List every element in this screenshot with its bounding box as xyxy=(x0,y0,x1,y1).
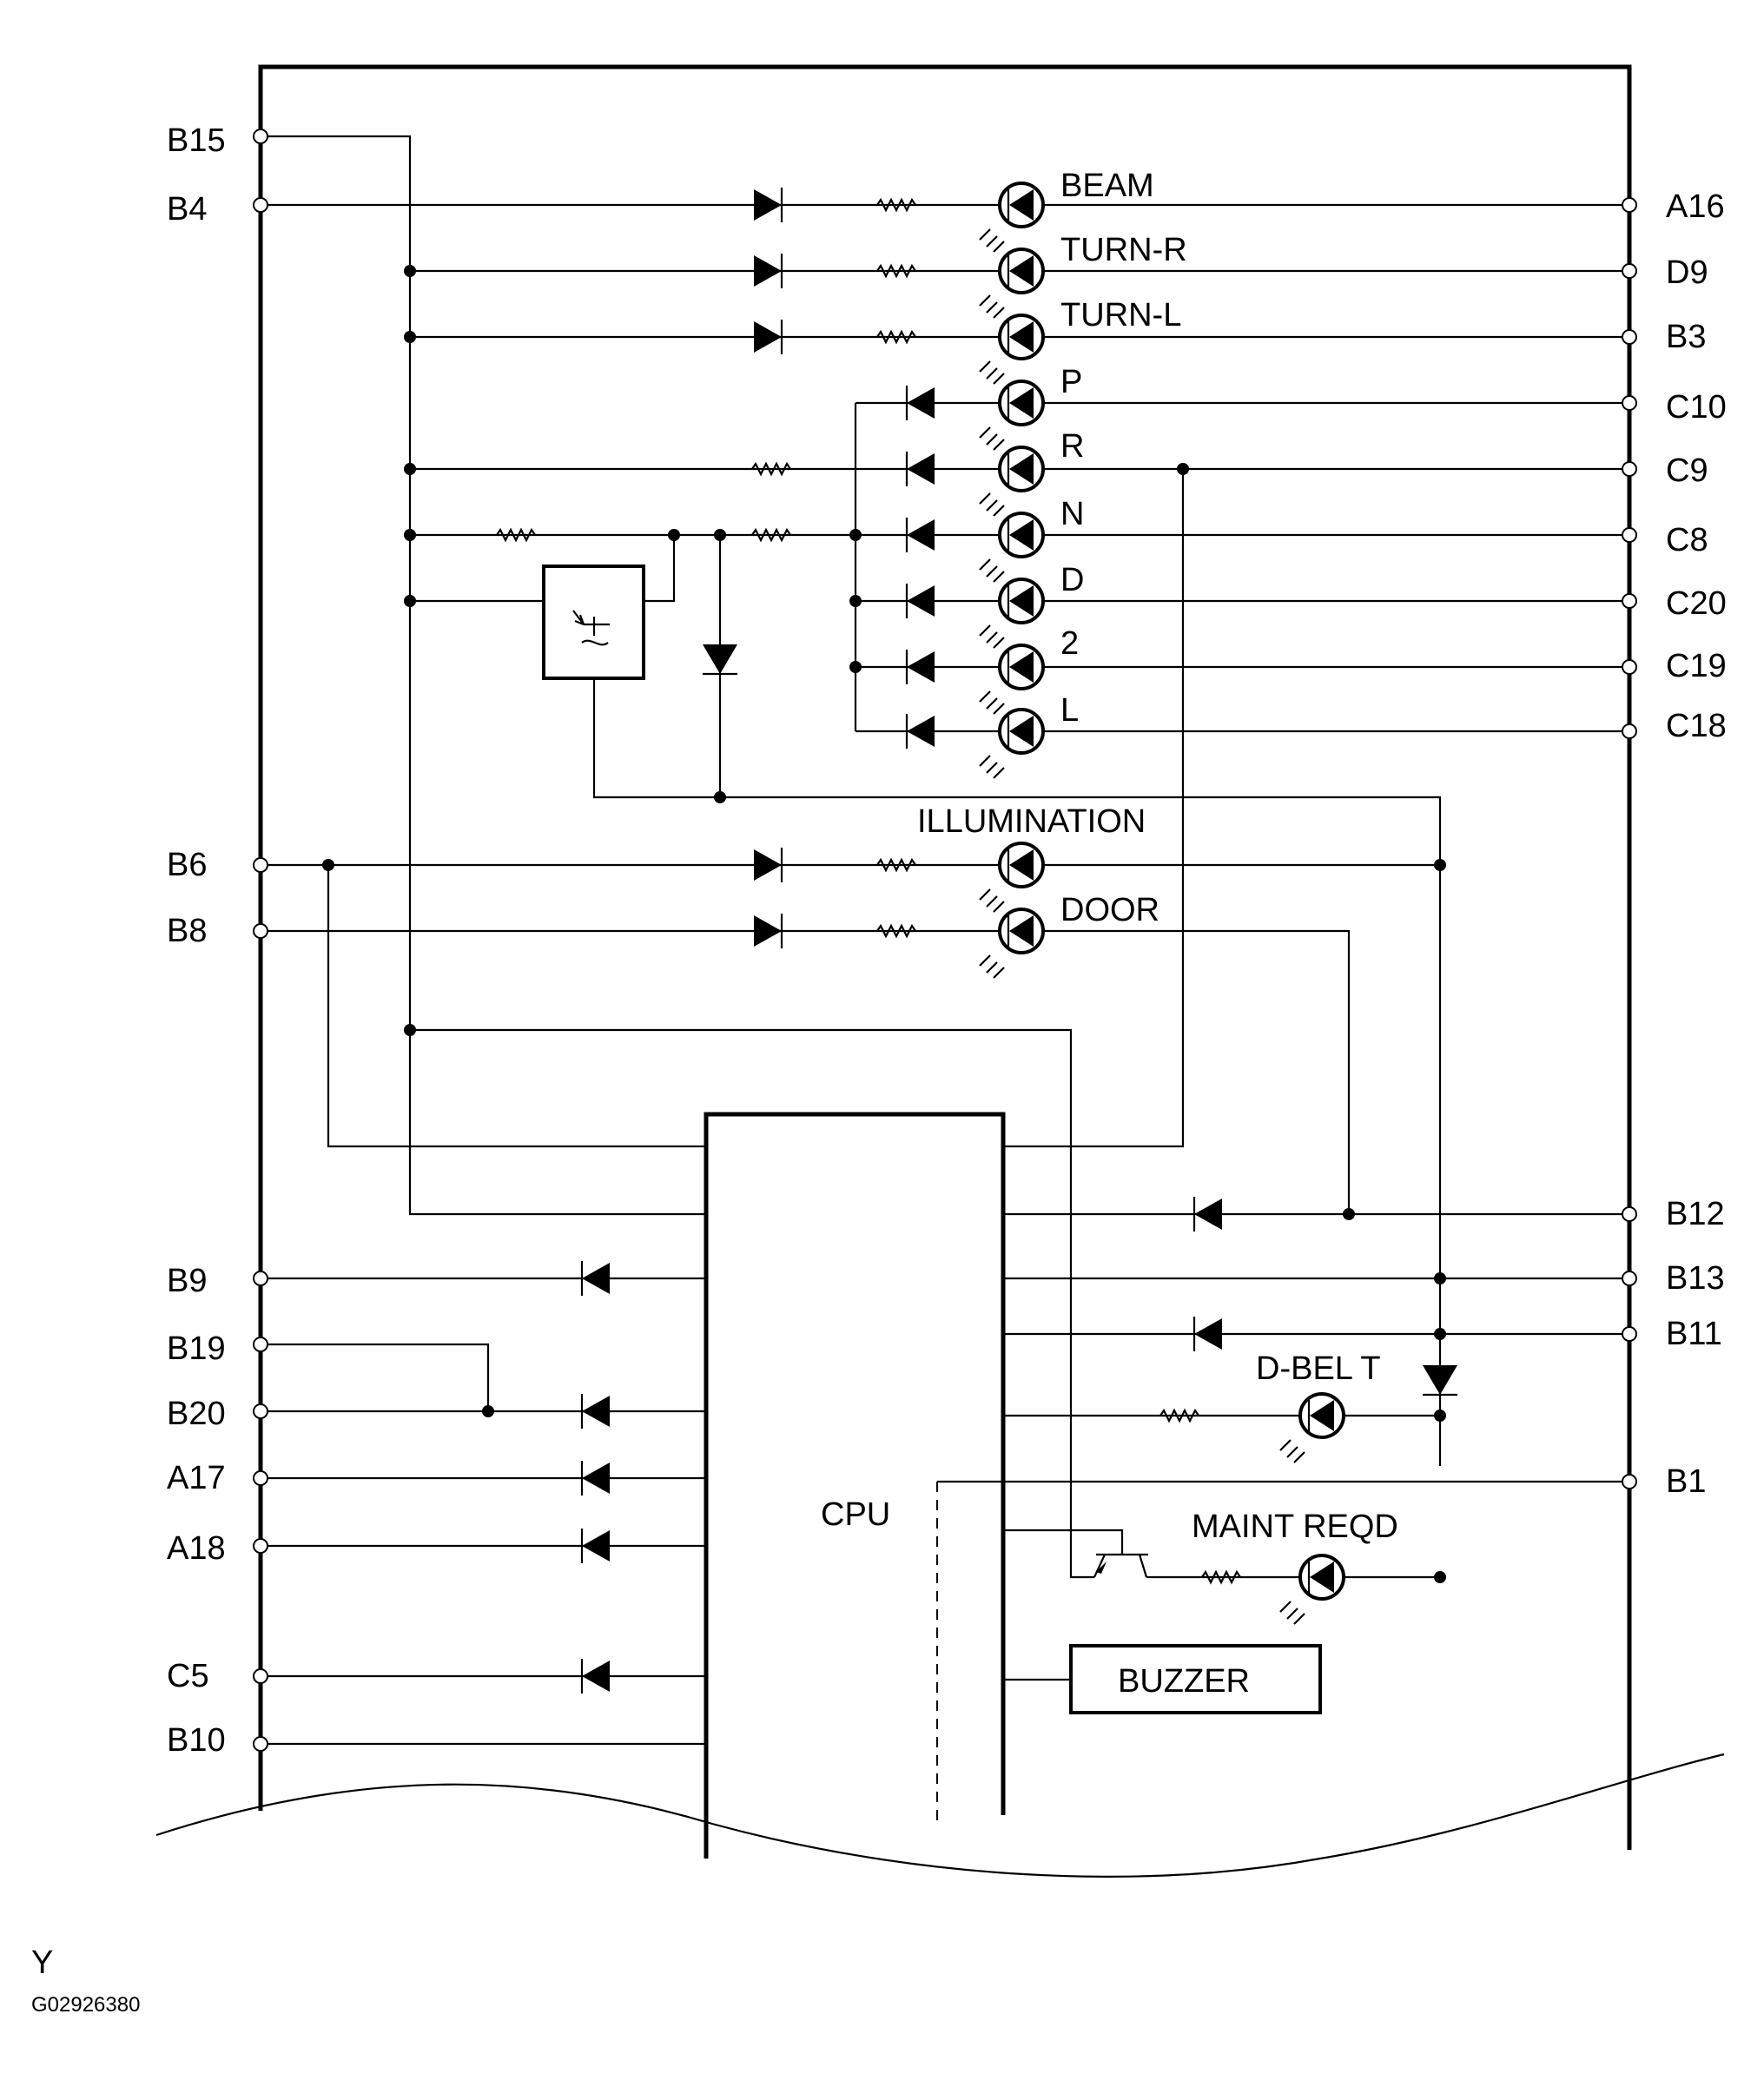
indicator-label: P xyxy=(1060,364,1082,400)
lamp-maint-reqd xyxy=(1279,1554,1345,1625)
diode-b20 xyxy=(580,1394,610,1429)
terminal-label: B19 xyxy=(167,1331,226,1367)
terminal-label: C18 xyxy=(1666,708,1727,744)
resistor-n-1 xyxy=(496,527,536,543)
terminal-label: C19 xyxy=(1666,648,1727,684)
diode-a17 xyxy=(580,1461,610,1496)
lamp-turn-r xyxy=(979,248,1045,319)
resistor-illumination xyxy=(876,857,916,873)
left-terminals: B15 B4 B6 B8 B9 B19 B20 A17 A18 C5 B10 xyxy=(167,122,268,1759)
diode-door xyxy=(754,914,783,948)
indicator-label: ILLUMINATION xyxy=(917,803,1146,840)
diode-2 xyxy=(905,650,935,684)
diode-b9 xyxy=(580,1261,610,1296)
indicator-label: TURN-R xyxy=(1060,232,1187,268)
resistor-n-2 xyxy=(751,527,791,543)
resistor-maint xyxy=(1201,1569,1241,1585)
indicator-label: D-BEL T xyxy=(1256,1350,1381,1387)
resistor-beam xyxy=(876,197,916,213)
diode-c5 xyxy=(580,1659,610,1694)
lamp-p xyxy=(979,380,1045,451)
wires xyxy=(261,135,1629,1822)
photo-sensor xyxy=(542,565,645,680)
lamp-r xyxy=(979,446,1045,517)
terminal-label: B8 xyxy=(167,913,207,949)
terminal-label: A17 xyxy=(167,1460,226,1496)
indicator-label: BEAM xyxy=(1060,168,1154,204)
lamp-turn-l xyxy=(979,314,1045,385)
diode-p xyxy=(905,386,935,420)
terminal-label: B13 xyxy=(1666,1260,1725,1297)
resistor-door xyxy=(876,923,916,939)
diode-l xyxy=(905,714,935,749)
terminal-label: C5 xyxy=(167,1658,209,1694)
terminal-label: C8 xyxy=(1666,522,1708,558)
diode-n xyxy=(905,518,935,552)
diode-vertical xyxy=(703,644,737,676)
indicator-label: D xyxy=(1060,562,1084,598)
transistor xyxy=(1093,1553,1148,1578)
indicator-label: DOOR xyxy=(1060,892,1159,928)
terminal-label: A18 xyxy=(167,1530,226,1567)
terminal-label: B1 xyxy=(1666,1463,1706,1500)
terminal-label: B20 xyxy=(167,1396,226,1432)
diode-b12 xyxy=(1193,1197,1222,1231)
cpu-label: CPU xyxy=(821,1496,890,1533)
diode-b11 xyxy=(1193,1317,1222,1351)
resistor-dbelt xyxy=(1159,1408,1199,1423)
terminal-label: C9 xyxy=(1666,452,1708,489)
diode-dbelt-vertical xyxy=(1423,1365,1457,1397)
diodes xyxy=(580,188,1457,1694)
lamp-l xyxy=(979,708,1045,779)
indicator-label: N xyxy=(1060,496,1084,532)
lamp-d xyxy=(979,578,1045,649)
enclosure xyxy=(155,64,1725,1878)
resistor-turn-r xyxy=(876,263,916,279)
buzzer-label: BUZZER xyxy=(1118,1663,1250,1700)
diode-r xyxy=(905,452,935,486)
lamp-n xyxy=(979,512,1045,583)
terminal-label: B11 xyxy=(1666,1316,1722,1352)
figure-id: G02926380 xyxy=(31,1993,140,2017)
lamp-illumination xyxy=(979,842,1045,913)
diode-turn-l xyxy=(754,320,783,354)
lamp-beam xyxy=(979,182,1045,253)
indicator-label: TURN-L xyxy=(1060,297,1181,333)
terminal-label: B10 xyxy=(167,1722,226,1759)
terminal-label: B15 xyxy=(167,122,226,159)
terminal-label: B12 xyxy=(1666,1196,1725,1232)
footer-code: Y xyxy=(31,1945,53,1981)
lamp-door xyxy=(979,908,1045,979)
terminal-label: A16 xyxy=(1666,188,1725,225)
indicator-label: R xyxy=(1060,428,1084,465)
diode-d xyxy=(905,584,935,618)
diode-a18 xyxy=(580,1529,610,1563)
indicator-lamps xyxy=(979,182,1345,1625)
resistor-r xyxy=(751,461,791,477)
terminal-label: B3 xyxy=(1666,319,1706,355)
diode-beam xyxy=(754,188,783,222)
indicator-label: 2 xyxy=(1060,625,1079,662)
cpu-block: CPU xyxy=(704,1112,1006,1859)
indicator-label: MAINT REQD xyxy=(1192,1509,1398,1545)
indicator-label: L xyxy=(1060,692,1079,729)
diode-turn-r xyxy=(754,254,783,288)
terminal-label: C20 xyxy=(1666,585,1727,622)
lamp-2 xyxy=(979,644,1045,715)
terminal-label: C10 xyxy=(1666,389,1727,426)
lamp-d-belt xyxy=(1279,1392,1345,1463)
footer: Y G02926380 xyxy=(31,1945,140,2017)
diode-illumination xyxy=(754,848,783,882)
resistor-turn-l xyxy=(876,329,916,345)
terminal-label: B4 xyxy=(167,191,207,228)
indicator-labels: BEAM TURN-R TURN-L P R N D 2 L ILLUMINAT… xyxy=(917,168,1398,1545)
junctions xyxy=(322,265,1446,1583)
terminal-label: B6 xyxy=(167,847,207,883)
buzzer-block: BUZZER xyxy=(1069,1644,1322,1714)
terminal-label: D9 xyxy=(1666,254,1708,291)
resistors xyxy=(496,197,1241,1585)
right-terminals: A16 D9 B3 C10 C9 C8 C20 C19 C18 B12 B13 … xyxy=(1622,188,1727,1500)
terminal-label: B9 xyxy=(167,1263,207,1299)
